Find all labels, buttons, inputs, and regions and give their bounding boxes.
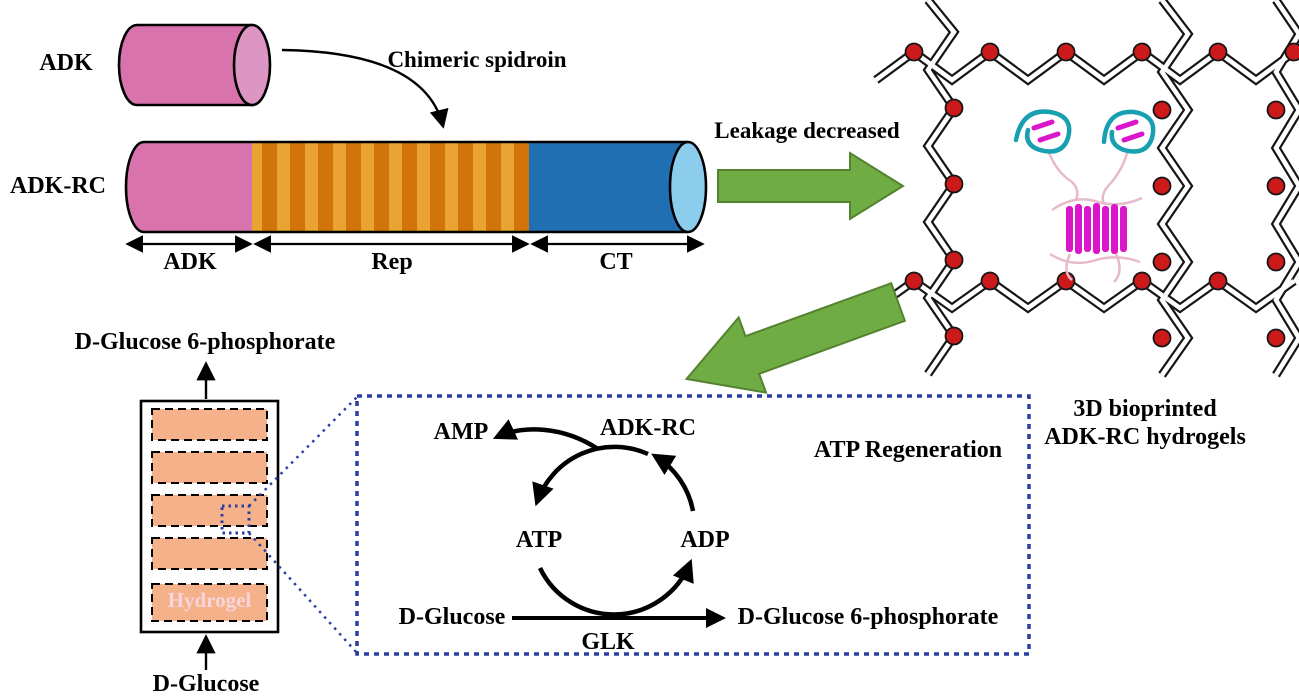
zoom-connector-top [248, 396, 358, 507]
spidroin-barrel-icon [1066, 203, 1127, 254]
hydrogel-layer [151, 451, 268, 484]
bioprinted-caption-line1: 3D bioprinted [1073, 396, 1217, 422]
atp-regeneration-box [355, 394, 1031, 656]
adk-cylinder [117, 23, 272, 107]
bar-rep-stripes [262, 142, 529, 232]
hydrogel-stack [139, 361, 358, 670]
segment-label-ct: CT [599, 249, 633, 275]
zoom-source-square [220, 504, 251, 535]
product-right-label: D-Glucose 6-phosphorate [737, 604, 999, 630]
bar-ct-cap [668, 140, 708, 234]
reaction-box-border [355, 394, 1031, 656]
leakage-label: Leakage decreased [714, 118, 900, 143]
protein-linker [1046, 149, 1079, 201]
adk-cylinder-body [117, 23, 254, 107]
hydrogel-layer-labeled [151, 583, 268, 622]
hydrogel-layer [151, 537, 268, 570]
stack-output-label: D-Glucose 6-phosphorate [74, 329, 336, 355]
cycle-arc-top-to-atp [532, 444, 649, 507]
bar-adk-section [126, 142, 253, 232]
protein-linker [1101, 149, 1130, 205]
hydrogel-block-label: Hydrogel [167, 588, 252, 612]
chimeric-spidroin-arrow [281, 48, 449, 129]
network-chains [873, 0, 1299, 378]
adk-cylinder-cap [232, 23, 272, 107]
cycle-arc-adp-up [651, 453, 696, 512]
bar-ct-section [529, 142, 688, 232]
amp-label: AMP [433, 419, 489, 445]
stack-input-label: D-Glucose [152, 671, 260, 697]
bioprinted-caption-line2: ADK-RC hydrogels [1044, 424, 1246, 450]
adk-rc-label: ADK-RC [10, 173, 106, 199]
leakage-arrow [717, 151, 905, 221]
adk-ribbon-icon [1101, 109, 1156, 154]
adk-ribbon-icon [1013, 109, 1072, 154]
segment-label-rep: Rep [371, 249, 413, 275]
cycle-enzyme-label: ADK-RC [600, 415, 696, 441]
atp-label: ATP [515, 527, 563, 553]
substrate-label: D-Glucose [398, 604, 506, 630]
adk-rc-bar [124, 140, 708, 234]
bar-outline [124, 140, 688, 234]
amp-branch-arrow [492, 419, 600, 451]
adk-top-label: ADK [39, 50, 93, 76]
crosslink-dots [904, 42, 1299, 348]
hydrogel-layer [151, 408, 268, 441]
segment-label-adk: ADK [163, 249, 217, 275]
stack-outline [139, 399, 280, 634]
encapsulated-proteins [1013, 109, 1156, 283]
chimeric-spidroin-label: Chimeric spidroin [387, 47, 567, 72]
glk-label: GLK [581, 629, 635, 655]
hydrogel-network [873, 0, 1299, 378]
to-reaction-arrow [684, 281, 907, 394]
atp-regeneration-title: ATP Regeneration [813, 437, 1003, 463]
adp-label: ADP [680, 527, 730, 553]
cycle-arc-atp-to-adp [537, 558, 694, 617]
hydrogel-layer [151, 494, 268, 527]
